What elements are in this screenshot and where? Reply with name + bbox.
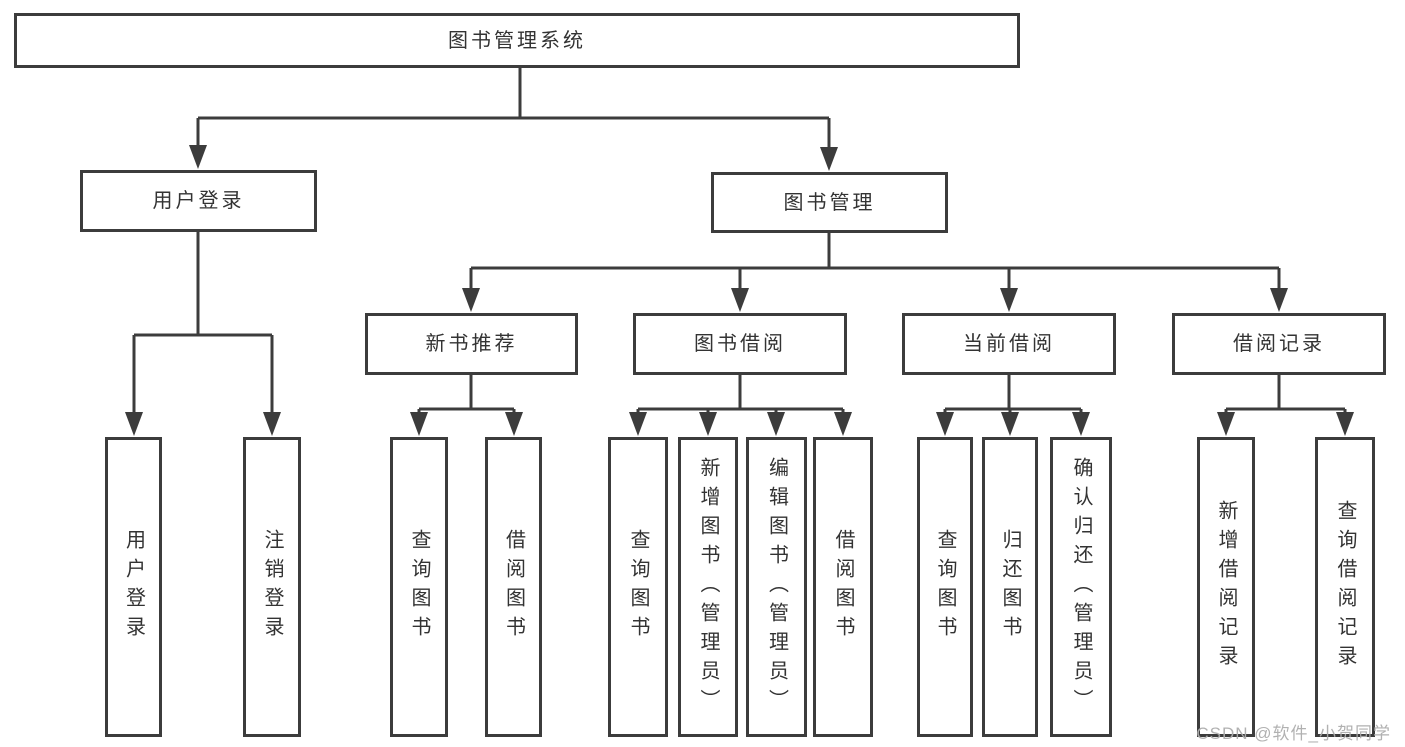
node-new-book-recommend: 新书推荐: [365, 313, 578, 375]
leaf-current-confirm-return-admin: 确认归还（管理员）: [1050, 437, 1112, 737]
leaf-records-query-record: 查询借阅记录: [1315, 437, 1375, 737]
node-book-borrow: 图书借阅: [633, 313, 847, 375]
node-user-login: 用户登录: [80, 170, 317, 232]
leaf-newbooks-query-book: 查询图书: [390, 437, 448, 737]
leaf-borrow-borrow-book: 借阅图书: [813, 437, 873, 737]
node-current-borrow: 当前借阅: [902, 313, 1116, 375]
leaf-newbooks-borrow-book: 借阅图书: [485, 437, 542, 737]
leaf-current-return-book: 归还图书: [982, 437, 1038, 737]
node-root: 图书管理系统: [14, 13, 1020, 68]
leaf-logout: 注销登录: [243, 437, 301, 737]
leaf-borrow-add-book-admin: 新增图书（管理员）: [678, 437, 738, 737]
leaf-current-query-book: 查询图书: [917, 437, 973, 737]
node-book-management: 图书管理: [711, 172, 948, 233]
leaf-borrow-query-book: 查询图书: [608, 437, 668, 737]
csdn-watermark: CSDN @软件_小贺同学: [1196, 724, 1391, 743]
leaf-user-login: 用户登录: [105, 437, 162, 737]
leaf-records-add-record: 新增借阅记录: [1197, 437, 1255, 737]
leaf-borrow-edit-book-admin: 编辑图书（管理员）: [746, 437, 807, 737]
node-borrow-records: 借阅记录: [1172, 313, 1386, 375]
